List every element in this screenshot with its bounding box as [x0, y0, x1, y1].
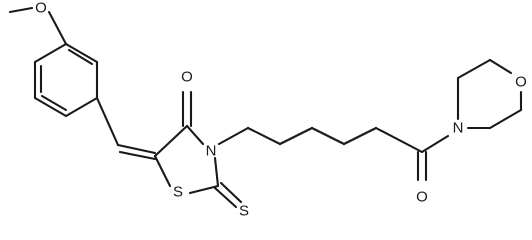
bond-chain-1: [217, 126, 250, 146]
bond-c2-thione-1: [213, 186, 238, 209]
atom-thione-sulfur: S: [239, 203, 249, 220]
atom-amide-oxygen: O: [416, 189, 428, 206]
bond-n3-c2: [213, 156, 220, 188]
atom-morpholine-oxygen: O: [515, 74, 527, 91]
bond-s1-c5: [153, 154, 172, 188]
bond-c2-s1: [188, 184, 220, 195]
atom-ring-oxygen-4: O: [181, 69, 193, 86]
bond-chain-5: [342, 126, 378, 146]
bond-aryl-1: [64, 42, 99, 64]
bond-exocyclic-double-1: [116, 143, 157, 155]
bond-chain-6: [374, 126, 424, 154]
atom-labels: O O N S S O N O: [35, 0, 527, 220]
bond-chain-3: [278, 126, 314, 146]
bond-aryl-4: [33, 96, 68, 118]
bond-methoxy-aryl: [47, 10, 68, 46]
bond-aryl-inner-2: [40, 94, 68, 112]
chemical-structure-diagram: O O N S S O N O: [8, 0, 527, 220]
bond-aryl-inner-1: [67, 48, 94, 66]
atom-methoxy-oxygen: O: [35, 0, 47, 17]
bond-morpholine-2: [456, 58, 492, 80]
atom-nitrogen-3: N: [206, 143, 217, 160]
bond-morpholine-3: [488, 58, 513, 75]
atom-morpholine-nitrogen: N: [453, 120, 464, 137]
bond-chain-4: [310, 126, 346, 146]
bond-chain-2: [246, 126, 282, 146]
bond-c5-c4: [153, 124, 189, 158]
bond-aryl-3: [64, 96, 99, 118]
bond-morpholine-5: [488, 108, 523, 130]
bonds: [8, 6, 523, 209]
bond-exocyclic-double-2: [118, 150, 157, 161]
bond-amide-n: [420, 134, 450, 154]
bond-aryl-methine: [95, 96, 120, 147]
atom-sulfur-1: S: [173, 184, 183, 201]
bond-aryl-6: [33, 42, 68, 64]
bond-methyl-methoxy: [8, 6, 34, 14]
bond-c4-n3: [185, 124, 205, 146]
bond-c2-thione-2: [219, 181, 243, 204]
